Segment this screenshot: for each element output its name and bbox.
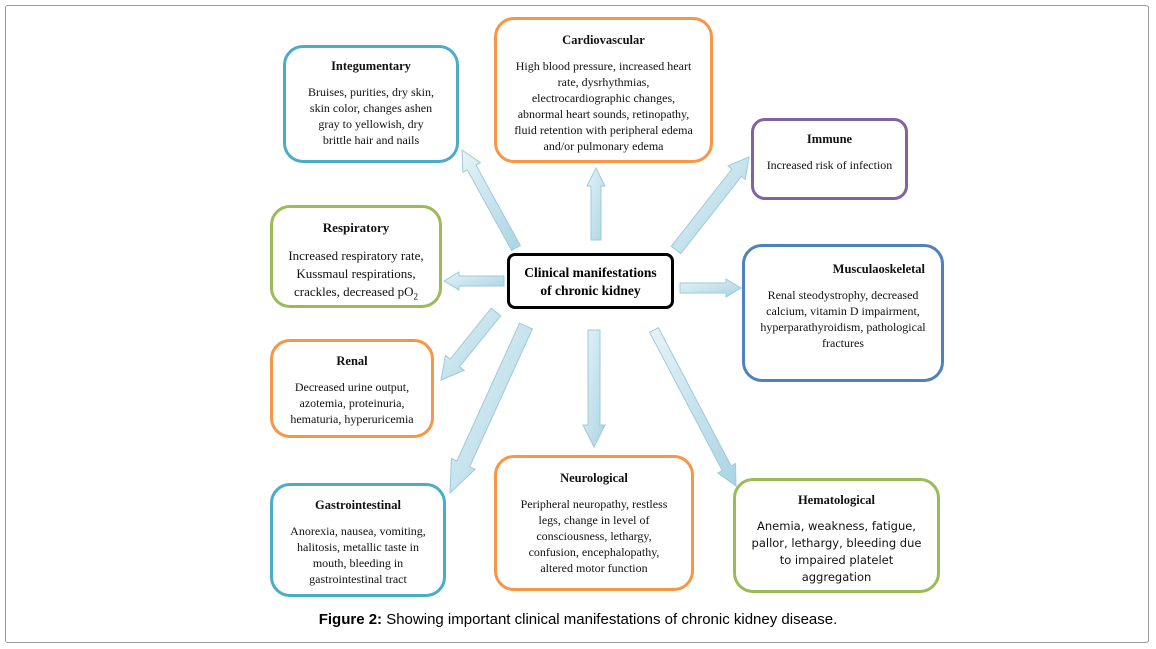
hematological-box: Hematological Anemia, weakness, fatigue,… — [733, 478, 940, 593]
respiratory-text-subscript: 2 — [413, 291, 418, 302]
integumentary-box: Integumentary Bruises, purities, dry ski… — [283, 45, 459, 163]
musculoskeletal-text: Renal steodystrophy, decreased calcium, … — [760, 288, 926, 350]
integumentary-title: Integumentary — [331, 59, 411, 73]
arrow-to-gastrointestinal — [449, 322, 534, 495]
figure-caption: Figure 2: Showing important clinical man… — [0, 611, 1156, 628]
cardiovascular-title: Cardiovascular — [562, 33, 645, 47]
respiratory-text-main: Increased respiratory rate, Kussmaul res… — [288, 248, 424, 299]
immune-text: Increased risk of infection — [766, 158, 893, 172]
respiratory-box: Respiratory Increased respiratory rate, … — [270, 205, 442, 308]
hematological-text: Anemia, weakness, fatigue, pallor, letha… — [751, 519, 922, 584]
integumentary-text: Bruises, purities, dry skin, skin color,… — [308, 85, 434, 147]
neurological-text: Peripheral neuropathy, restless legs, ch… — [520, 497, 668, 575]
central-topic-line2: of chronic kidney — [540, 283, 641, 298]
arrow-to-integumentary — [461, 149, 522, 252]
arrow-to-neurological — [582, 329, 606, 449]
renal-box: Renal Decreased urine output, azotemia, … — [270, 339, 434, 438]
central-topic-line1: Clinical manifestations — [524, 265, 657, 280]
figure-frame — [5, 5, 1149, 643]
musculoskeletal-box: Musculaoskeletal Renal steodystrophy, de… — [742, 244, 944, 382]
arrow-to-musculoskeletal — [679, 278, 742, 298]
neurological-box: Neurological Peripheral neuropathy, rest… — [494, 455, 694, 591]
gastrointestinal-text: Anorexia, nausea, vomiting, halitosis, m… — [290, 524, 426, 586]
arrow-to-hematological — [648, 327, 737, 487]
renal-text: Decreased urine output, azotemia, protei… — [290, 380, 414, 426]
arrow-to-renal — [440, 307, 502, 381]
arrow-to-respiratory — [443, 271, 505, 291]
gastrointestinal-title: Gastrointestinal — [315, 498, 401, 512]
immune-box: Immune Increased risk of infection — [751, 118, 908, 200]
central-topic-box: Clinical manifestations of chronic kidne… — [507, 253, 674, 309]
cardiovascular-box: Cardiovascular High blood pressure, incr… — [494, 17, 713, 163]
cardiovascular-text: High blood pressure, increased heart rat… — [514, 59, 693, 153]
respiratory-title: Respiratory — [322, 220, 390, 235]
musculoskeletal-title: Musculaoskeletal — [832, 262, 925, 276]
caption-text: Showing important clinical manifestation… — [382, 611, 838, 628]
respiratory-text: Increased respiratory rate, Kussmaul res… — [281, 247, 431, 305]
caption-label: Figure 2: — [318, 611, 383, 628]
arrow-to-immune — [670, 156, 750, 255]
arrow-to-cardiovascular — [586, 166, 606, 241]
gastrointestinal-box: Gastrointestinal Anorexia, nausea, vomit… — [270, 483, 446, 597]
renal-title: Renal — [336, 354, 368, 368]
hematological-title: Hematological — [797, 493, 876, 507]
neurological-title: Neurological — [560, 471, 628, 485]
immune-title: Immune — [806, 132, 853, 146]
